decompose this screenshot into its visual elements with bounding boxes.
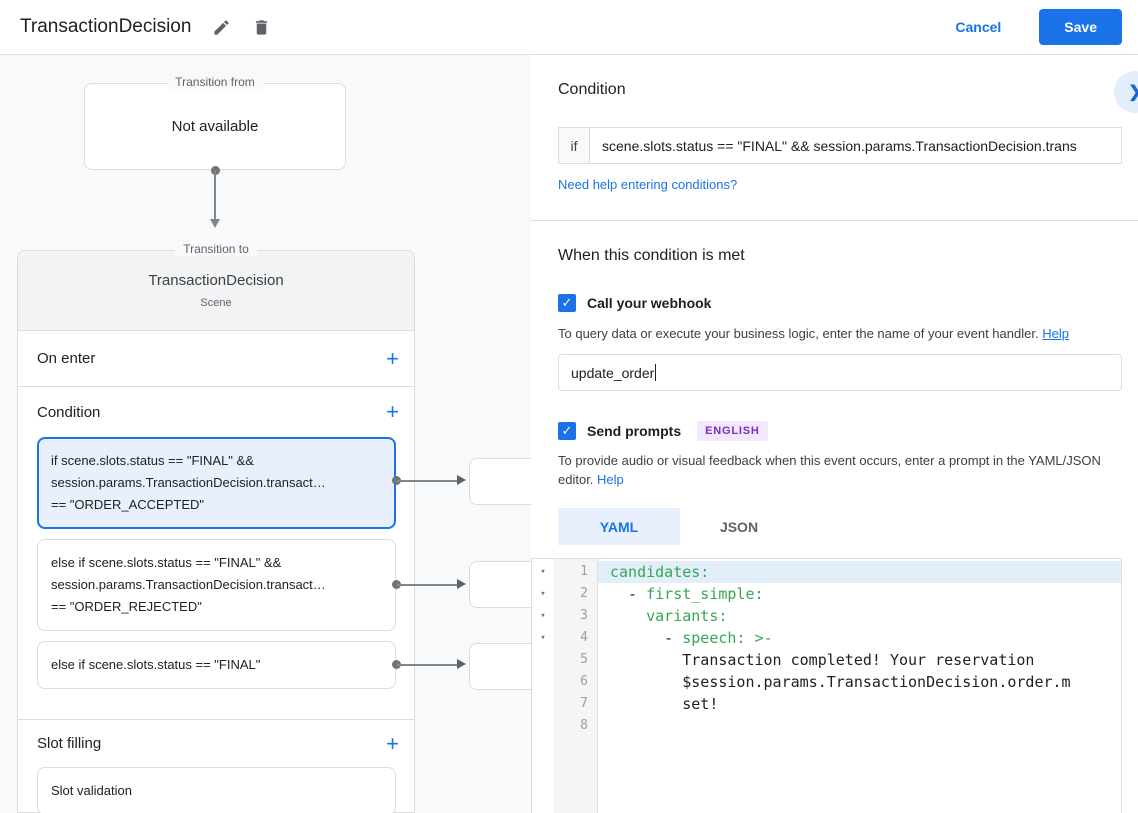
editor-line[interactable]: $session.params.TransactionDecision.orde…	[610, 673, 1071, 691]
fold-toggle-icon[interactable]: ▾	[540, 633, 546, 643]
scene-flow-diagram: Transition from Not available Transition…	[0, 55, 531, 813]
scene-card-header: TransactionDecision Scene	[18, 251, 414, 331]
transition-from-box: Transition from Not available	[84, 75, 346, 170]
condition-text-line: else if scene.slots.status == "FINAL" &&	[51, 555, 282, 570]
line-number: 1	[580, 564, 588, 579]
condition-text-line: session.params.TransactionDecision.trans…	[51, 475, 326, 490]
webhook-checkbox[interactable]: ✓	[558, 294, 576, 312]
connector-line	[397, 664, 457, 666]
if-prefix-label: if	[558, 127, 589, 164]
save-button[interactable]: Save	[1039, 9, 1122, 45]
tab-yaml[interactable]: YAML	[558, 508, 680, 545]
send-prompts-label: Send prompts	[587, 423, 682, 439]
webhook-handler-input[interactable]: update_order	[558, 354, 1122, 391]
connector-line	[397, 480, 457, 482]
yaml-code-editor[interactable]: ▾ ▾ ▾ ▾ 1 2 3 4 5 6 7 8 candidates: - fi…	[531, 558, 1122, 813]
add-on-enter-button[interactable]: +	[386, 345, 399, 371]
condition-text-line: == "ORDER_ACCEPTED"	[51, 497, 204, 512]
slot-validation-card[interactable]: Slot validation	[37, 767, 396, 813]
line-number: 2	[580, 586, 588, 601]
send-prompts-checkbox[interactable]: ✓	[558, 422, 576, 440]
line-number-gutter: 1 2 3 4 5 6 7 8	[554, 559, 598, 813]
connector-line	[214, 170, 216, 220]
webhook-help-link[interactable]: Help	[1042, 326, 1069, 341]
scene-name: TransactionDecision	[148, 272, 284, 289]
app-bar: TransactionDecision Cancel Save	[0, 0, 1138, 55]
connector-dot[interactable]	[392, 476, 401, 485]
arrow-right-icon	[457, 659, 466, 669]
condition-expression-input[interactable]: scene.slots.status == "FINAL" && session…	[589, 127, 1122, 164]
chevron-right-icon: ❯	[1128, 82, 1138, 102]
arrow-down-icon	[210, 219, 220, 228]
transition-from-content: Not available	[171, 118, 259, 135]
code-content[interactable]: candidates: - first_simple: variants: - …	[598, 559, 1121, 813]
editor-format-tabs: YAML JSON	[558, 508, 1138, 545]
fold-toggle-icon[interactable]: ▾	[540, 567, 546, 577]
on-enter-label: On enter	[37, 350, 96, 367]
fold-toggle-icon[interactable]: ▾	[540, 589, 546, 599]
condition-text-line: else if scene.slots.status == "FINAL"	[51, 657, 261, 672]
when-met-title: When this condition is met	[558, 247, 745, 264]
condition-text-line: == "ORDER_REJECTED"	[51, 599, 202, 614]
condition-card-final[interactable]: else if scene.slots.status == "FINAL"	[37, 641, 396, 689]
condition-card-accepted[interactable]: if scene.slots.status == "FINAL" && sess…	[37, 437, 396, 529]
check-icon: ✓	[561, 295, 573, 310]
transition-from-legend: Transition from	[167, 75, 263, 89]
editor-line[interactable]: Transaction completed! Your reservation	[610, 651, 1035, 669]
transition-target-box[interactable]	[469, 458, 531, 505]
condition-edit-panel: ❯ Condition if scene.slots.status == "FI…	[531, 55, 1138, 813]
arrow-right-icon	[457, 579, 466, 589]
language-badge: ENGLISH	[697, 421, 768, 441]
cancel-button[interactable]: Cancel	[955, 19, 1002, 35]
connector-line	[397, 584, 457, 586]
condition-text-line: session.params.TransactionDecision.trans…	[51, 577, 326, 592]
prompts-description: To provide audio or visual feedback when…	[558, 453, 1101, 487]
condition-section-label: Condition	[37, 403, 101, 421]
panel-title-condition: Condition	[558, 81, 626, 98]
trash-icon	[255, 19, 267, 35]
line-number: 3	[580, 608, 588, 623]
add-condition-button[interactable]: +	[386, 399, 399, 424]
fold-column: ▾ ▾ ▾ ▾	[532, 559, 554, 813]
add-slot-button[interactable]: +	[386, 730, 399, 756]
transition-target-box[interactable]	[469, 561, 531, 608]
editor-line[interactable]: - first_simple:	[610, 585, 764, 603]
transition-to-legend: Transition to	[175, 242, 257, 256]
scene-type-label: Scene	[200, 297, 232, 309]
on-enter-section: On enter +	[18, 331, 414, 387]
editor-line[interactable]	[598, 715, 1121, 737]
arrow-right-icon	[457, 475, 466, 485]
condition-card-rejected[interactable]: else if scene.slots.status == "FINAL" &&…	[37, 539, 396, 631]
edit-button[interactable]	[211, 17, 231, 37]
editor-line[interactable]: candidates:	[598, 561, 1121, 583]
fold-toggle-icon[interactable]: ▾	[540, 611, 546, 621]
connector-dot[interactable]	[392, 660, 401, 669]
condition-section: Condition + if scene.slots.status == "FI…	[18, 387, 414, 720]
webhook-description: To query data or execute your business l…	[558, 326, 1069, 341]
editor-line[interactable]: set!	[610, 695, 719, 713]
check-icon: ✓	[561, 423, 573, 438]
tab-json[interactable]: JSON	[719, 518, 759, 535]
editor-line[interactable]: variants:	[646, 607, 728, 625]
line-number: 7	[580, 696, 588, 711]
line-number: 4	[580, 630, 588, 645]
webhook-checkbox-label: Call your webhook	[587, 295, 712, 311]
text-cursor	[655, 364, 657, 381]
transition-to-card: Transition to TransactionDecision Scene …	[17, 242, 415, 813]
line-number: 8	[580, 718, 588, 733]
condition-help-link[interactable]: Need help entering conditions?	[558, 177, 738, 192]
page-title: TransactionDecision	[20, 16, 192, 37]
prompts-help-link[interactable]: Help	[597, 472, 624, 487]
condition-text-line: if scene.slots.status == "FINAL" &&	[51, 453, 254, 468]
slot-filling-section: Slot filling +	[18, 720, 414, 767]
editor-line[interactable]: - speech: >-	[610, 629, 773, 647]
transition-target-box[interactable]	[469, 643, 531, 690]
pencil-icon	[214, 19, 229, 35]
line-number: 6	[580, 674, 588, 689]
line-number: 5	[580, 652, 588, 667]
delete-button[interactable]	[251, 17, 271, 37]
section-divider	[531, 220, 1138, 221]
slot-filling-label: Slot filling	[37, 735, 102, 752]
connector-dot[interactable]	[392, 580, 401, 589]
